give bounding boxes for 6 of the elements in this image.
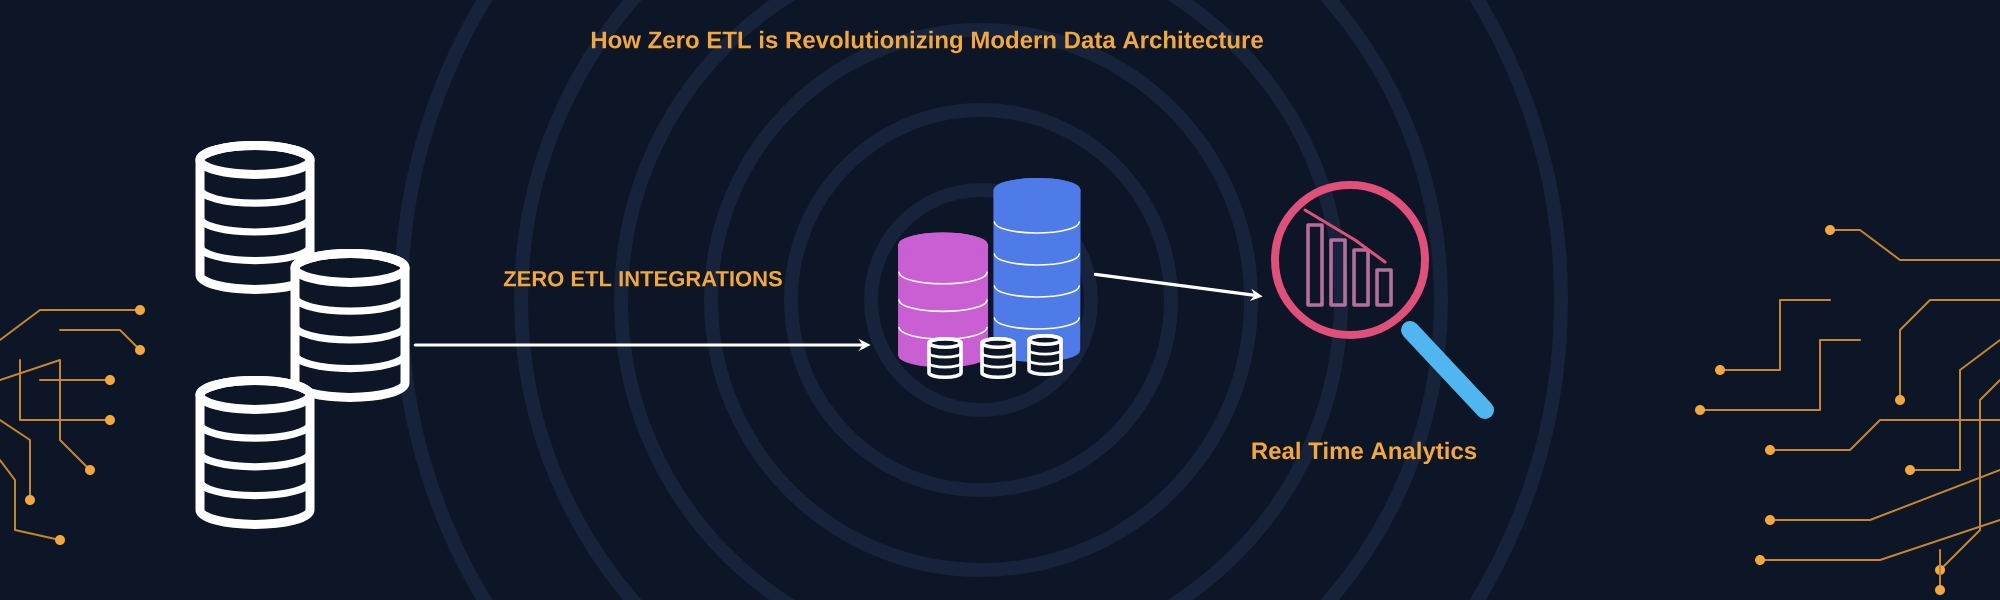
magnifier-chart-drawing — [1271, 181, 1494, 419]
database-stack-drawing — [195, 141, 410, 529]
caption-text: Real Time Analytics — [1252, 441, 1477, 465]
data-warehouse-drawing — [898, 178, 1081, 379]
title: How Zero ETL is Revolutionizing Modern Data Architecture — [591, 30, 1263, 54]
edge-label: ZERO ETL INTEGRATIONS — [503, 270, 782, 287]
